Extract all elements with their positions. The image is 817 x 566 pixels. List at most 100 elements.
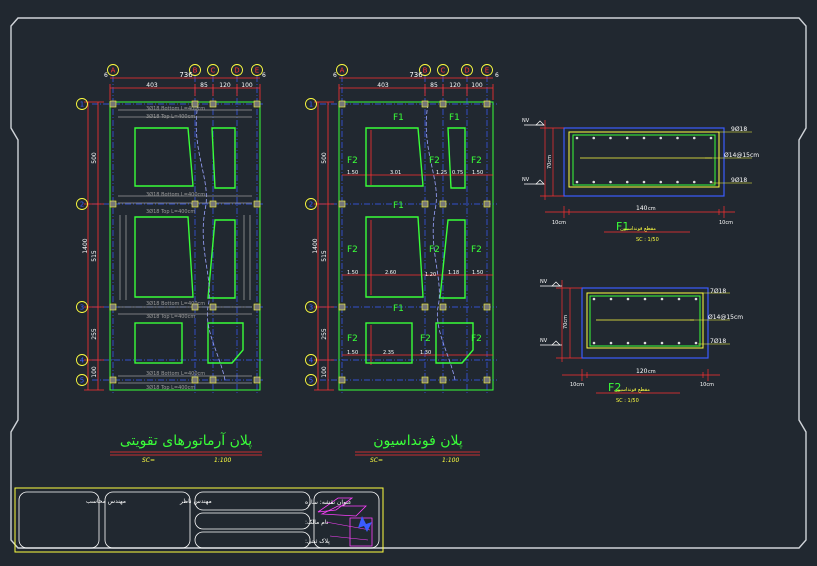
right-dim-top: 120 [449,82,461,89]
grid-axis-bubble [305,98,317,110]
grid-axis-bubble [305,354,317,366]
footing-label: F1 [393,113,404,123]
rebar-dot [609,341,613,345]
right-plan-scale-value: 1:100 [442,457,459,464]
section-f2-level-mark: NV [540,338,548,344]
grid-axis-bubble [305,198,317,210]
column-marker [483,100,491,108]
title-block-plate: پلاک ثبتی: [305,537,330,545]
grid-axis-bubble [76,374,88,386]
column-marker [109,376,117,384]
grid-axis-label: 4 [80,357,85,365]
rebar-note: 3Ø18 Bottom L=400cm [146,370,205,377]
grid-axis-label: E [485,67,489,75]
rebar-dot [677,341,681,345]
rebar-dot [625,180,629,184]
inner-dim: 1.50 [347,270,358,276]
section-f2-label: F2 [608,381,621,394]
section-f1-scale: SC : 1/50 [636,237,659,243]
column-marker [209,376,217,384]
inner-dim: 2.35 [383,350,394,356]
rebar-note: 3Ø18 Bottom L=400cm [146,191,205,198]
column-marker [191,376,199,384]
grid-axis-bubble [76,354,88,366]
column-marker [483,376,491,384]
rebar-dot [643,341,647,345]
title-block [14,487,384,553]
grid-axis-label: C [441,67,446,75]
section-f1-label: F1 [616,220,629,233]
footing-label: F1 [393,304,404,314]
title-block-drawing-title: عنوان نقشه: سازه [305,499,352,506]
right-dim-top: 85 [430,82,438,89]
grid-axis-label: C [211,67,216,75]
left-plan-overall-dim: 736 [179,71,193,79]
rebar-dot [642,180,646,184]
section-f1-height: 70cm [547,155,553,169]
right-dim-top: 6 [495,72,499,79]
grid-axis-bubble [207,64,219,76]
right-dim-top: 403 [377,82,389,89]
rebar-dot [609,180,612,184]
rebar-note: 3Ø18 Bottom L=400cm [146,300,205,307]
grid-axis-label: D [234,67,239,75]
right-dim-left: 100 [321,366,328,378]
grid-axis-label: A [111,67,116,75]
right-dim-top: 6 [333,72,337,79]
rebar-dot [575,136,579,140]
inner-dim: 2.60 [385,270,396,276]
footing-label: F1 [393,201,404,211]
column-marker [191,303,199,311]
section-f1-side: 10cm [552,220,566,226]
rebar-dot [609,136,612,140]
title-block-designer: مهندس محاسب [86,498,126,505]
column-marker [253,303,261,311]
grid-axis-bubble [305,374,317,386]
column-marker [191,200,199,208]
section-f1-width-unit: cm [648,206,656,212]
left-dim-left: 100 [91,366,98,378]
left-dim-top: 100 [241,82,253,89]
section-f2-drawing [540,280,730,394]
right-dim-left: 1400 [312,238,319,253]
inner-dim: 1.18 [448,270,459,276]
right-dim-left: 515 [321,250,328,262]
grid-axis-label: 3 [80,304,84,312]
rebar-dot [592,180,596,184]
footing-label: F2 [347,156,358,166]
footing-label: F2 [347,245,358,255]
rebar-dot [626,297,630,301]
left-dim-left: 500 [91,152,98,164]
inner-dim: 1.50 [472,170,483,176]
column-marker [253,100,261,108]
grid-axis-bubble [76,198,88,210]
left-dim-top: 6 [104,72,108,79]
section-f1-side: 10cm [719,220,733,226]
footing-label: F1 [449,113,460,123]
section-f1-width: 140 [636,205,648,212]
rebar-dot [643,297,647,301]
footing-label: F2 [420,334,431,344]
column-marker [209,200,217,208]
grid-axis-bubble [76,301,88,313]
column-marker [253,376,261,384]
left-dim-left: 515 [91,250,98,262]
grid-axis-bubble [437,64,449,76]
section-f1-drawing [524,120,752,233]
grid-axis-label: 3 [309,304,313,312]
footing-label: F2 [471,334,482,344]
rebar-dot [659,180,663,184]
rebar-dot [660,341,664,345]
inner-dim: 3.01 [390,170,401,176]
column-marker [338,200,346,208]
grid-axis-label: D [464,67,469,75]
section-f1-rebar-top: 9Ø18 [731,126,747,133]
rebar-dot [592,136,596,140]
right-dim-left: 500 [321,152,328,164]
rebar-dot [709,136,713,140]
left-dim-top: 120 [219,82,231,89]
column-marker [439,200,447,208]
left-dim-top: 403 [146,82,158,89]
